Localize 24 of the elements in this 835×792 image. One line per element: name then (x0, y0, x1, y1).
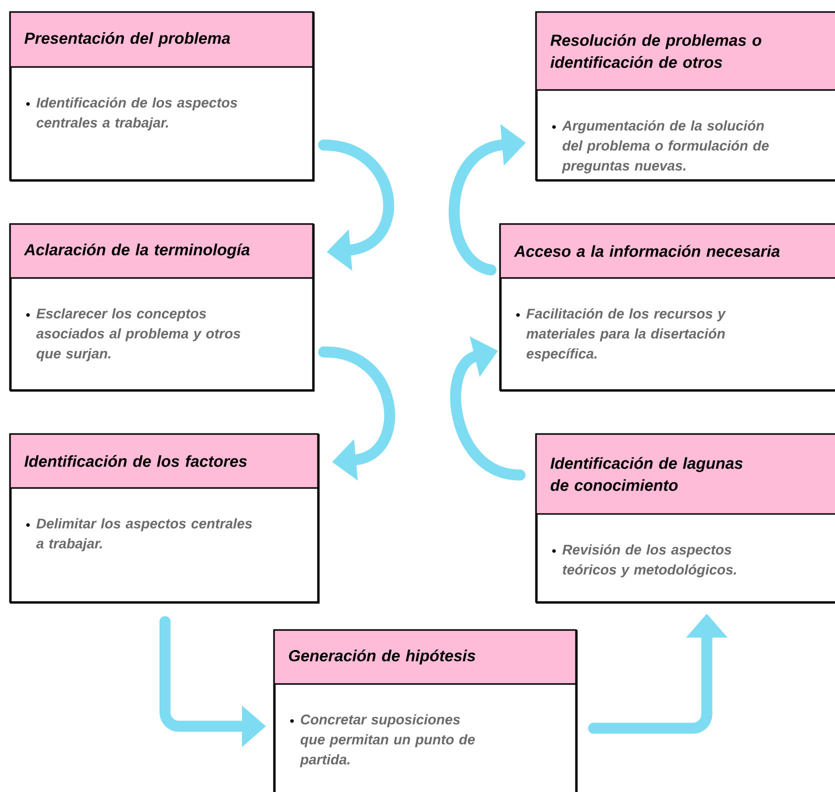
bullet-text: Esclarecer los conceptos asociados al problema y otros que surjan. (36, 308, 240, 362)
bullet-text: Argumentación de la solución del problema o formulación de preguntas nuevas. (562, 120, 769, 174)
bullet-text: Delimitar los aspectos centrales a trabajar. (36, 518, 252, 552)
box-heading: Identificación de lagunas de conocimiento (550, 457, 743, 491)
curved-arrow (318, 140, 394, 271)
curved-arrow (450, 336, 526, 480)
process-box (499, 223, 835, 392)
process-box (273, 629, 578, 792)
process-box (9, 11, 315, 182)
bullet-text: Identificación de los aspectos centrales a trabajar. (36, 97, 238, 130)
process-box (9, 223, 315, 392)
bullet-text: Facilitación de los recursos y materiales para la disertación específica. (526, 308, 726, 362)
box-heading: Acceso a la información necesaria (514, 245, 780, 257)
box-heading: Aclaración de la terminología (24, 243, 250, 259)
bullet-text: Concretar suposiciones que permitan un punto de partida. (300, 714, 475, 768)
process-box (535, 433, 835, 604)
box-heading: Resolución de problemas o identificación de otros (550, 34, 762, 68)
process-box (9, 433, 320, 604)
box-heading: Identificación de los factores (24, 455, 247, 467)
process-box (535, 11, 835, 182)
curved-arrow (318, 346, 396, 481)
box-heading: Generación de hipótesis (289, 649, 476, 665)
bullet-text: Revisión de los aspectos teóricos y metodológicos. (562, 544, 736, 578)
box-heading: Presentación del problema (24, 32, 230, 48)
